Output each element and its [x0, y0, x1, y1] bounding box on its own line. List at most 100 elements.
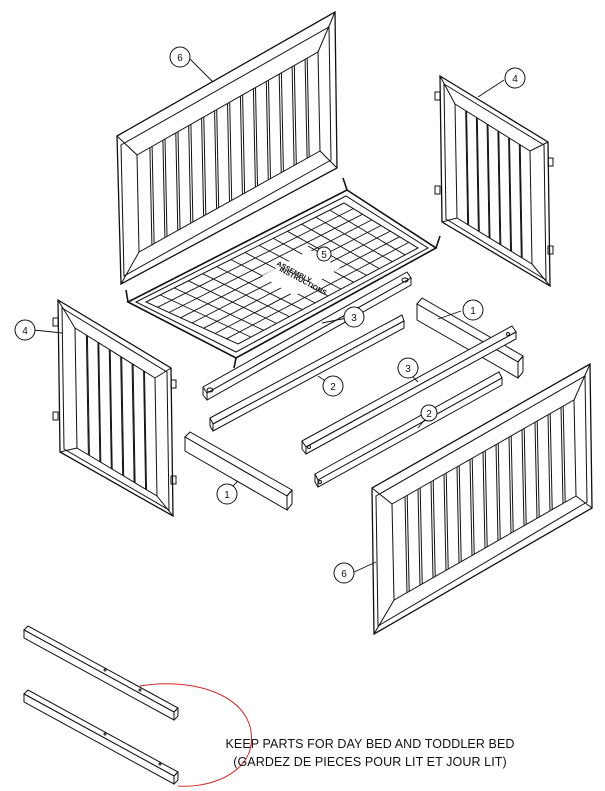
slat-edge [497, 130, 501, 245]
slat-edge [151, 146, 155, 244]
slat-edge [518, 144, 522, 258]
slat-edge [108, 349, 112, 469]
slat-edge [497, 443, 501, 540]
slat-edge [216, 109, 220, 208]
spare-rail-upper [23, 625, 179, 721]
slat-edge [190, 124, 194, 222]
slat-edge [487, 124, 491, 239]
slat-edge [456, 466, 460, 563]
slat-edge [265, 81, 269, 180]
slat-edge [201, 118, 205, 216]
rail-top-long-b [301, 325, 517, 455]
slat-edge [508, 137, 512, 251]
slat-edge [495, 444, 499, 541]
slat-edge [306, 58, 310, 158]
slat-edge [293, 65, 297, 165]
slat-edge [471, 458, 475, 555]
slat-edge [121, 357, 125, 477]
slat-edge [534, 422, 538, 519]
slat-edge [406, 495, 410, 592]
slat-edge [188, 125, 192, 224]
rail-mid-long-b [314, 371, 503, 488]
slat-edge [419, 487, 423, 584]
svg-text:6: 6 [177, 53, 183, 64]
slat-edge [203, 116, 207, 215]
slat-edge [132, 364, 136, 483]
callout-2-lower: 2 [420, 404, 438, 422]
svg-text:4: 4 [22, 326, 28, 337]
rail-mid-long-a [209, 314, 405, 432]
slat-edge [175, 132, 179, 231]
slat-edge [486, 124, 490, 238]
slat-edge [417, 489, 421, 586]
slat-edge [239, 96, 243, 195]
slat-edge [547, 414, 551, 511]
slat-edge [562, 406, 566, 503]
callout-4-right: 4 [504, 67, 526, 89]
slat-edge [466, 111, 470, 226]
slat-edge [469, 459, 473, 556]
slat-edge [229, 102, 233, 201]
callout-3-top: 3 [343, 306, 365, 328]
slat-edge [291, 66, 295, 166]
slat-edge [143, 370, 147, 490]
slat-edge [445, 472, 449, 570]
slat-edge [278, 74, 282, 173]
slat-edge [97, 342, 101, 462]
keep-parts-note-en: KEEP PARTS FOR DAY BED AND TODDLER BED [225, 737, 515, 751]
mattress-spring: ASSEMBLY INSTRUCTIONS [125, 177, 441, 369]
svg-text:4: 4 [512, 74, 518, 85]
svg-text:5: 5 [321, 250, 327, 261]
slat-edge [404, 496, 408, 593]
end-panel-right [434, 74, 554, 288]
svg-text:1: 1 [224, 490, 230, 501]
slat-edge [268, 80, 271, 179]
svg-text:2: 2 [330, 382, 336, 393]
slat-edge [131, 363, 135, 483]
callout-4-left: 4 [14, 319, 36, 341]
slat-edge [242, 94, 246, 194]
slat-edge [519, 144, 523, 259]
keep-parts-circle [139, 683, 252, 787]
slat-edge [85, 335, 89, 455]
spring-wire [226, 242, 410, 340]
slat-edge [214, 110, 218, 209]
slat-edge [227, 103, 230, 202]
side-panel-back [116, 10, 338, 286]
slat-edge [536, 420, 540, 518]
slat-edge [164, 138, 168, 237]
slat-edge [304, 59, 308, 159]
callout-5-spring: 5 [316, 246, 332, 262]
spring-wire [168, 213, 363, 313]
slat-edge [521, 429, 525, 526]
slat-edge [430, 481, 434, 578]
spring-wire [157, 208, 354, 308]
slat-edge [280, 72, 284, 172]
svg-text:2: 2 [426, 409, 432, 420]
slat-edge [255, 87, 258, 186]
svg-text:6: 6 [341, 569, 347, 580]
callout-bubbles: 6 4 5 4 1 3 2 3 2 1 6 [14, 46, 526, 584]
slat-group-back [149, 58, 310, 245]
svg-text:3: 3 [405, 364, 411, 375]
slat-edge [476, 117, 480, 232]
callout-3-lower: 3 [397, 357, 419, 379]
slat-edge [443, 474, 447, 571]
svg-text:3: 3 [351, 313, 357, 324]
slat-group-right [465, 110, 523, 259]
callout-6-back: 6 [169, 46, 191, 68]
slat-edge [465, 110, 469, 225]
slat-edge [549, 413, 553, 510]
side-panel-front [371, 362, 593, 636]
slat-edge [149, 147, 153, 245]
slat-edge [162, 140, 166, 238]
callout-1-bottom: 1 [216, 483, 238, 505]
slat-group-front [404, 406, 566, 593]
slat-edge [252, 88, 256, 188]
slat-edge [508, 437, 512, 534]
svg-text:1: 1 [470, 306, 476, 317]
end-panel-left [52, 298, 177, 518]
slat-edge [475, 117, 479, 232]
callout-2-top: 2 [322, 375, 344, 397]
